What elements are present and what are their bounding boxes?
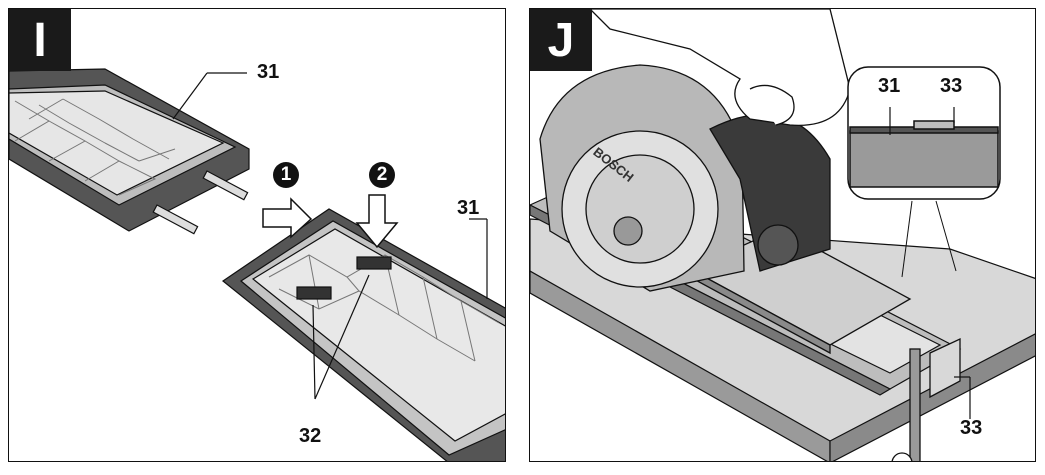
step-badge-1: 1 xyxy=(273,162,299,188)
detail-inset xyxy=(847,66,1001,278)
leader-lines xyxy=(889,107,971,419)
callout-31-top: 31 xyxy=(257,61,280,83)
step-badge-2: 2 xyxy=(369,162,395,188)
press-arrow-2 xyxy=(355,194,399,249)
saw-on-rail-drawing xyxy=(530,9,1035,461)
insert-arrow-1 xyxy=(262,197,313,239)
leader-lines xyxy=(172,72,488,400)
callout-33-inset: 33 xyxy=(940,75,963,97)
callout-31-inset: 31 xyxy=(878,75,901,97)
panel-label-j: J xyxy=(530,9,592,71)
guide-rail-right xyxy=(221,208,505,461)
panel-label-i: I xyxy=(9,9,71,71)
callout-33-bottom: 33 xyxy=(960,417,983,439)
figure-panel-j: J xyxy=(529,8,1036,462)
guide-rail-left xyxy=(9,68,250,235)
operator-hand xyxy=(589,9,851,127)
callout-31-right: 31 xyxy=(457,197,480,219)
guide-rail-connection-drawing xyxy=(9,68,505,461)
callout-32: 32 xyxy=(299,425,322,447)
saw-base-plate xyxy=(688,228,912,355)
screw-clamp xyxy=(891,337,961,461)
figure-panel-i: I xyxy=(8,8,506,462)
circular-saw xyxy=(539,64,831,292)
